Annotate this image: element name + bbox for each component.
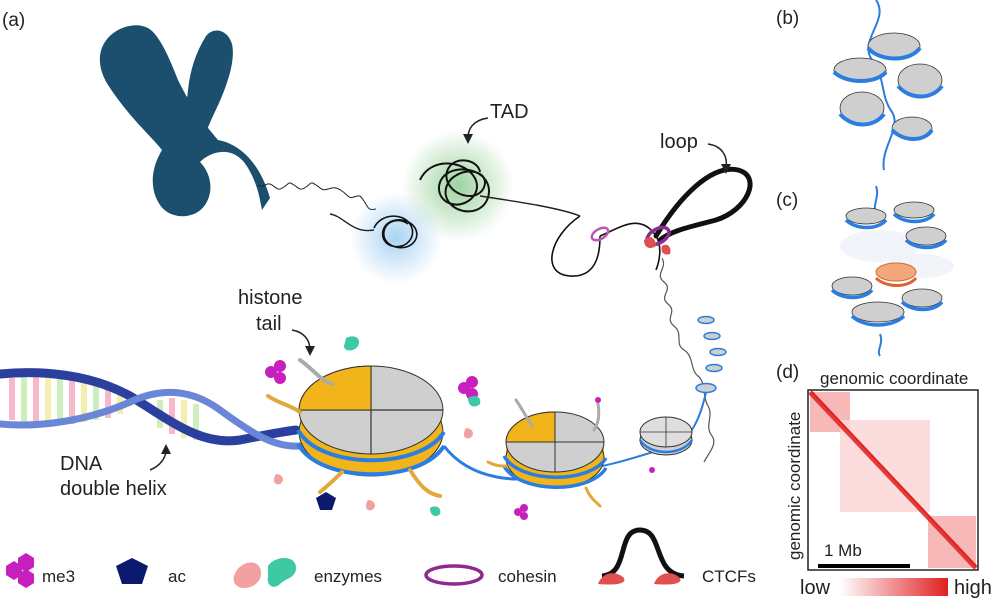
fiber-descending xyxy=(659,257,715,463)
dna-double-helix xyxy=(0,368,304,450)
loop-fiber xyxy=(653,166,753,243)
panel-label-a: (a) xyxy=(2,10,25,31)
dna-arrowhead xyxy=(161,444,171,454)
histone-tail-grey xyxy=(298,358,334,386)
panel-label-c: (c) xyxy=(776,190,798,211)
chromatin-fiber xyxy=(257,182,377,210)
loop-thin-fiber xyxy=(551,215,661,277)
legend-cohesin-label: cohesin xyxy=(498,567,557,586)
legend: me3 ac enzymes cohesin CTCFs xyxy=(6,527,756,588)
ctcf-blob xyxy=(644,237,671,255)
panel-label-b: (b) xyxy=(776,8,799,29)
legend-ctcfs-label: CTCFs xyxy=(702,567,756,586)
small-nucleosome-chain xyxy=(695,315,727,394)
histone-label-line2: tail xyxy=(256,313,282,335)
tad-glow-blue xyxy=(350,192,442,284)
dna-label-line1: DNA xyxy=(60,453,103,475)
cohesin-ring-small xyxy=(590,226,610,242)
contact-heatmap xyxy=(807,389,979,571)
panel-b-fiber xyxy=(832,0,944,171)
colorbar-high-label: high xyxy=(954,577,992,599)
legend-enzymes-label: enzymes xyxy=(314,567,382,586)
legend-enzyme-pink-icon xyxy=(233,562,262,588)
histone-tail-yellow xyxy=(266,394,442,498)
heatmap-x-label: genomic coordinate xyxy=(820,369,968,388)
legend-me3-icon xyxy=(6,553,34,588)
fiber-to-tad xyxy=(329,195,581,232)
histone-tail-medium xyxy=(514,398,601,432)
colorbar-low-label: low xyxy=(800,577,831,599)
legend-ac-icon xyxy=(116,558,148,584)
heatmap-y-label: genomic coordinate xyxy=(785,412,804,560)
scale-bar-label: 1 Mb xyxy=(824,541,862,560)
tad-tangle-blue xyxy=(373,215,418,249)
legend-ac-label: ac xyxy=(168,567,186,586)
legend-enzyme-teal-icon xyxy=(267,558,296,587)
chromosome-icon xyxy=(99,25,271,217)
colorbar xyxy=(840,578,948,596)
loop-arrowhead xyxy=(721,164,731,174)
panel-label-d: (d) xyxy=(776,362,799,383)
panel-c-cluster xyxy=(830,185,954,357)
loop-label: loop xyxy=(660,131,698,153)
tad-tangle xyxy=(419,159,491,213)
legend-ctcf-icon xyxy=(598,527,685,585)
histone-tail-medium-yellow xyxy=(486,460,602,508)
legend-me3-label: me3 xyxy=(42,567,75,586)
histone-arrowhead xyxy=(305,346,315,356)
legend-cohesin-icon xyxy=(424,564,484,586)
dna-label-line2: double helix xyxy=(60,478,167,500)
enzyme-icon xyxy=(273,336,481,516)
histone-label-line1: histone xyxy=(238,287,303,309)
small-nucleosome xyxy=(638,416,694,456)
large-nucleosome xyxy=(296,365,561,481)
ac-mark-icon xyxy=(316,492,336,510)
medium-nucleosome xyxy=(502,411,608,489)
tad-arrowhead xyxy=(463,134,473,144)
tad-label: TAD xyxy=(490,101,529,123)
